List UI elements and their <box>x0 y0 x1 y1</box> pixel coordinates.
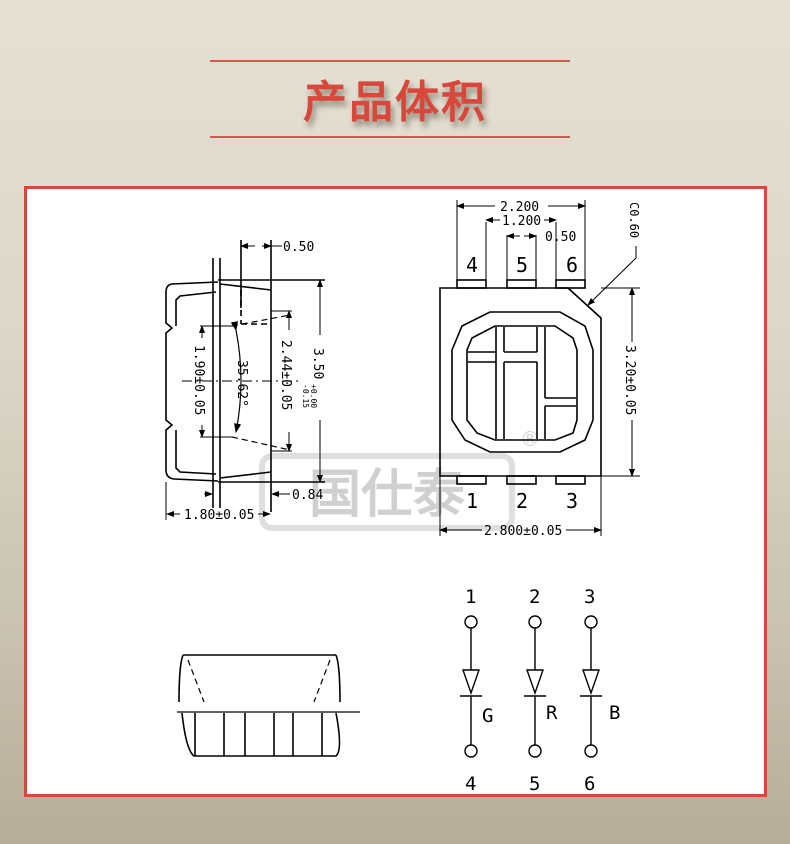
schematic-label-red: R <box>546 702 558 724</box>
schematic-pin-1: 1 <box>465 586 476 608</box>
schematic-pin-6: 6 <box>584 773 595 795</box>
schematic-label-green: G <box>482 705 493 727</box>
pin-label-1: 1 <box>466 489 478 513</box>
side-view-drawing <box>165 240 325 520</box>
dim-top-pad: 0.50 <box>545 230 576 245</box>
dim-top-pitch-inner: 1.200 <box>502 214 541 229</box>
dim-top-chamfer: C0.60 <box>627 202 641 238</box>
title-rule-top <box>210 60 570 62</box>
pin-label-3: 3 <box>566 489 578 513</box>
schematic-pin-3: 3 <box>584 586 595 608</box>
led-schematic <box>460 615 602 758</box>
schematic-pin-4: 4 <box>465 773 476 795</box>
dimension-drawing-panel <box>24 186 767 797</box>
diode-green <box>460 615 482 758</box>
page-title: 产品体积 <box>303 77 487 128</box>
schematic-pin-5: 5 <box>529 773 540 795</box>
top-view-drawing <box>439 200 640 536</box>
dim-side-height-tol-minus: -0.15 <box>301 384 310 408</box>
dim-side-height: 3.50 <box>310 348 325 379</box>
pin-label-5: 5 <box>516 253 528 277</box>
diode-blue <box>580 615 602 758</box>
dim-side-inner: 1.90±0.05 <box>191 345 206 415</box>
schematic-pin-2: 2 <box>529 586 540 608</box>
watermark-registered-mark: ® <box>520 427 540 451</box>
dim-side-angle: 35.62° <box>234 360 249 407</box>
dim-side-lens: 2.44±0.05 <box>278 340 293 410</box>
pin-label-2: 2 <box>516 489 528 513</box>
dim-top-width: 2.800±0.05 <box>484 524 562 539</box>
watermark-text: 国仕泰 <box>309 465 466 525</box>
pin-label-6: 6 <box>566 253 578 277</box>
dim-side-width: 1.80±0.05 <box>184 508 254 523</box>
pin-label-4: 4 <box>466 253 478 277</box>
diode-red <box>524 615 546 758</box>
dim-top-pitch-outer: 2.200 <box>500 200 539 215</box>
dim-side-height-tol-plus: +0.00 <box>309 384 318 408</box>
dim-side-bottom: 0.84 <box>292 488 323 503</box>
front-view-drawing <box>177 654 360 757</box>
schematic-label-blue: B <box>609 702 620 724</box>
dim-top-height: 3.20±0.05 <box>622 345 637 415</box>
dim-side-top: 0.50 <box>283 240 314 255</box>
watermark-logo: 国仕泰 ® <box>259 427 540 531</box>
title-rule-bottom <box>210 136 570 138</box>
